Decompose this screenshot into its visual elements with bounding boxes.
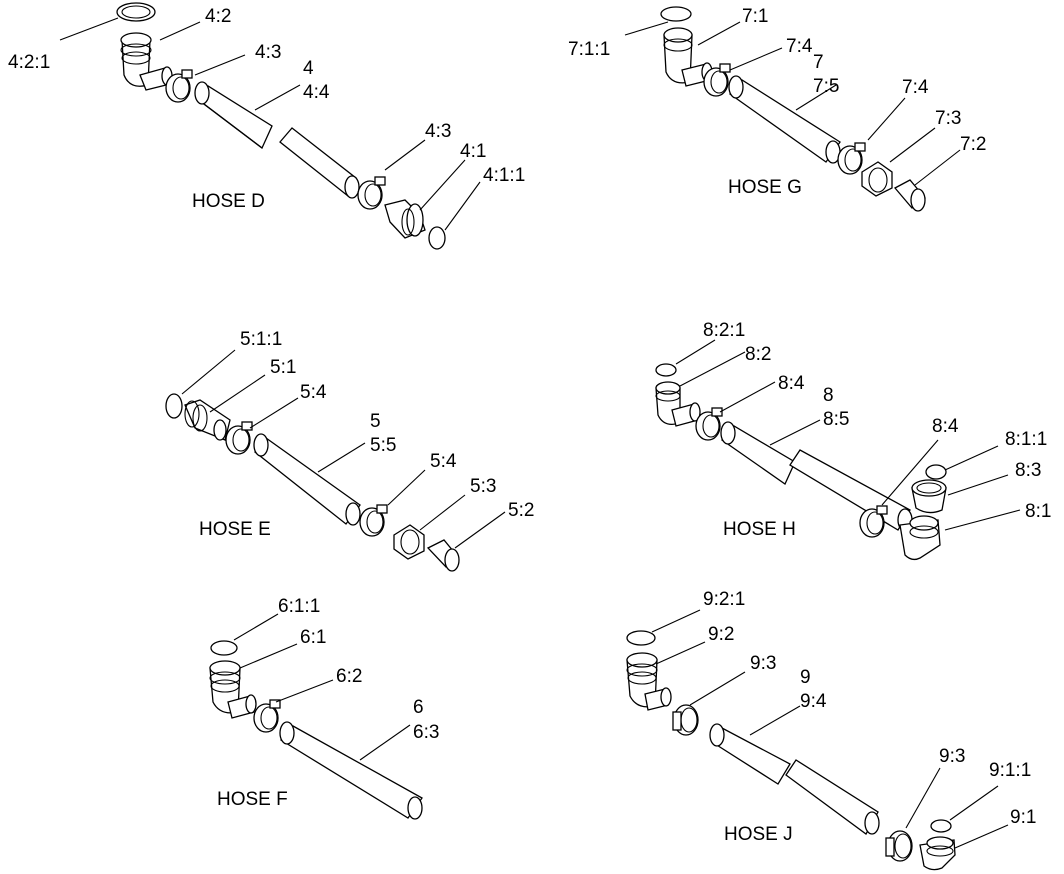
label-7-2: 7:2: [960, 134, 986, 155]
label-7-4-top: 7:4: [786, 36, 813, 57]
label-6: 6: [413, 697, 424, 718]
label-8-1: 8:1: [1025, 501, 1051, 522]
label-7-5: 7:5: [813, 76, 839, 97]
hose-clamp-right: [357, 176, 386, 210]
label-9-2: 9:2: [708, 624, 734, 645]
label-8-3: 8:3: [1015, 460, 1041, 481]
hose-clamp-right: [837, 142, 866, 175]
label-5-1: 5:1: [270, 357, 296, 378]
label-8-2-1: 8:2:1: [703, 320, 745, 341]
hose-g-title: HOSE G: [728, 177, 802, 198]
hose-h-title: HOSE H: [723, 519, 796, 540]
hose-d-title: HOSE D: [192, 191, 265, 212]
elbow-fitting: [120, 32, 173, 91]
elbow-fitting: [663, 27, 713, 87]
hose-clamp-right: [885, 830, 913, 862]
hose-h-group: 8:2:1 8:2 8:4 8 8:5 8:4 8:1:1 8:3 8:1 HO…: [655, 320, 1051, 561]
label-6-3: 6:3: [413, 722, 439, 743]
hose-tube: [194, 81, 360, 199]
label-5-5: 5:5: [370, 435, 396, 456]
hose-tube: [709, 723, 880, 835]
label-4-1: 4:1: [460, 141, 486, 162]
hose-j-title: HOSE J: [724, 824, 793, 845]
elbow-fitting: [626, 652, 672, 711]
elbow-fitting-right: [899, 515, 941, 561]
hose-f-title: HOSE F: [217, 789, 288, 810]
o-ring-right: [925, 464, 947, 480]
hose-clamp: [703, 63, 731, 97]
elbow-fitting-right: [919, 836, 956, 871]
label-9-4: 9:4: [800, 691, 827, 712]
label-5-4-top: 5:4: [300, 382, 327, 403]
threaded-fitting: [184, 399, 231, 441]
label-9: 9: [800, 667, 811, 688]
hex-nut: [861, 161, 893, 197]
hose-g-group: 7:1:1 7:1 7:4 7 7:5 7:4 7:3 7:2 HOSE G: [568, 6, 986, 212]
hose-clamp: [695, 407, 723, 441]
label-8-1-1: 8:1:1: [1005, 429, 1047, 450]
male-fitting: [384, 199, 426, 239]
hose-tube: [279, 721, 423, 820]
hose-tube: [253, 433, 361, 526]
label-7-1: 7:1: [742, 6, 768, 27]
hose-f-group: 6:1:1 6:1 6:2 6 6:3 HOSE F: [209, 596, 439, 820]
label-4-3-bottom: 4:3: [425, 121, 451, 142]
label-9-3-bottom: 9:3: [939, 746, 965, 767]
label-7-4-bottom: 7:4: [902, 77, 929, 98]
label-8-4-bottom: 8:4: [932, 416, 959, 437]
label-8-2: 8:2: [745, 344, 771, 365]
o-ring: [660, 6, 692, 22]
o-ring-end: [428, 226, 446, 250]
label-5: 5: [370, 411, 381, 432]
label-9-3-top: 9:3: [750, 653, 776, 674]
o-ring: [655, 363, 677, 377]
o-ring: [626, 630, 656, 646]
label-5-1-1: 5:1:1: [240, 329, 282, 350]
label-4-3-top: 4:3: [255, 42, 281, 63]
label-8: 8: [823, 385, 834, 406]
label-4-4: 4:4: [303, 82, 330, 103]
label-6-1: 6:1: [300, 627, 326, 648]
hose-clamp: [253, 699, 281, 733]
hose-j-group: 9:2:1 9:2 9:3 9 9:4 9:3 9:1:1 9:1 HOSE J: [626, 589, 1036, 871]
label-7-3: 7:3: [935, 108, 961, 129]
o-ring-right: [930, 819, 952, 833]
o-ring: [165, 393, 183, 419]
label-5-2: 5:2: [508, 500, 534, 521]
hose-e-title: HOSE E: [199, 519, 271, 540]
hose-tube: [720, 421, 913, 532]
straight-fitting: [893, 179, 926, 212]
elbow-fitting: [655, 381, 701, 427]
hose-clamp: [225, 421, 253, 455]
label-4-2: 4:2: [205, 6, 231, 27]
label-6-1-1: 6:1:1: [278, 596, 320, 617]
label-4: 4: [303, 58, 314, 79]
elbow-fitting: [209, 660, 257, 719]
label-7-1-1: 7:1:1: [568, 39, 610, 60]
label-9-1: 9:1: [1010, 807, 1036, 828]
hex-nut: [393, 524, 425, 560]
label-5-4-bottom: 5:4: [430, 451, 457, 472]
straight-fitting: [426, 539, 460, 572]
label-4-1-1: 4:1:1: [483, 165, 525, 186]
o-ring: [210, 640, 238, 656]
label-8-4-top: 8:4: [778, 373, 805, 394]
hose-clamp-right: [859, 505, 888, 538]
hose-d-group: 4:2:1 4:2 4:3 4 4:4 4:3 4:1 4:1:1 HOSE D: [8, 2, 525, 250]
label-5-3: 5:3: [470, 476, 496, 497]
label-9-1-1: 9:1:1: [989, 760, 1031, 781]
label-6-2: 6:2: [336, 666, 362, 687]
label-7: 7: [813, 52, 824, 73]
hose-clamp: [165, 69, 193, 103]
hose-e-group: 5:1:1 5:1 5:4 5 5:5 5:4 5:3 5:2 HOSE E: [165, 329, 534, 572]
coupling-collar: [911, 479, 947, 514]
hose-clamp-right: [359, 504, 388, 537]
label-9-2-1: 9:2:1: [703, 589, 745, 610]
label-4-2-1: 4:2:1: [8, 52, 50, 73]
hose-clamp: [672, 704, 699, 736]
label-8-5: 8:5: [823, 409, 849, 430]
